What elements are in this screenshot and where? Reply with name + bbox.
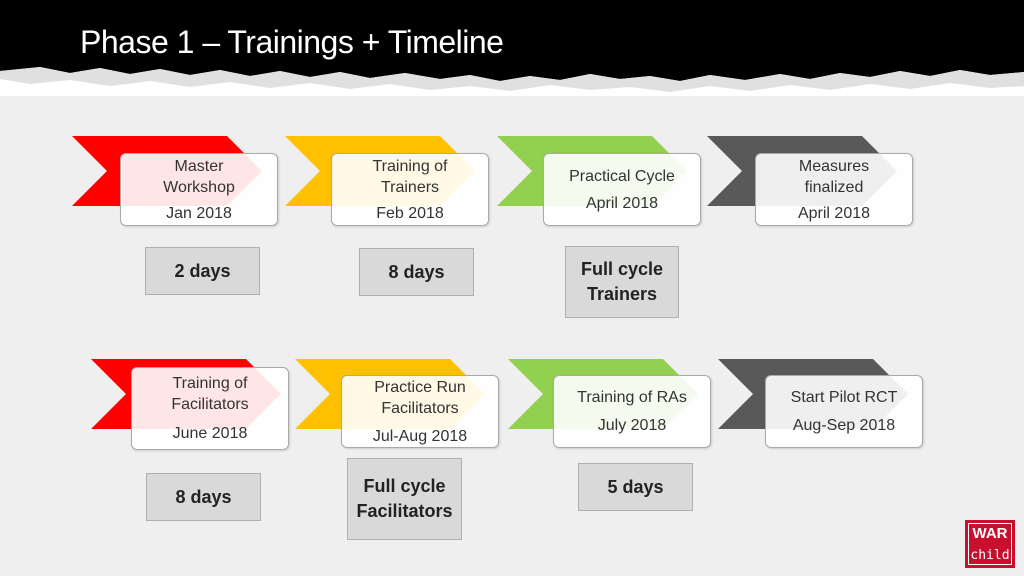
- duration-box: 8 days: [146, 473, 261, 521]
- milestone-title: Training of Facilitators: [171, 375, 249, 413]
- milestone-card: Start Pilot RCT Aug-Sep 2018: [765, 375, 923, 448]
- milestone-date: Jan 2018: [166, 205, 232, 222]
- duration-box: 8 days: [359, 248, 474, 296]
- duration-box: Full cycle Facilitators: [347, 458, 462, 540]
- milestone-date: June 2018: [172, 425, 248, 442]
- milestone-title: Start Pilot RCT: [790, 389, 898, 406]
- logo-text-war: WAR: [972, 525, 1008, 542]
- war-child-logo: WAR child: [965, 520, 1015, 568]
- logo-text-child: child: [970, 548, 1010, 563]
- milestone-title: Training of RAs: [577, 389, 687, 406]
- duration-box: Full cycle Trainers: [565, 246, 679, 318]
- title-banner: Phase 1 – Trainings + Timeline: [0, 0, 1024, 96]
- milestone-title: Practical Cycle: [569, 168, 675, 185]
- torn-paper-banner: [0, 0, 1024, 96]
- milestone-date: Jul-Aug 2018: [372, 428, 468, 445]
- page-title: Phase 1 – Trainings + Timeline: [80, 24, 504, 60]
- milestone-date: Aug-Sep 2018: [792, 417, 896, 434]
- milestone-title: Measures finalized: [798, 158, 870, 196]
- duration-box: 2 days: [145, 247, 260, 295]
- milestone-date: April 2018: [585, 195, 659, 212]
- duration-box: 5 days: [578, 463, 693, 511]
- milestone-title: Training of Trainers: [372, 158, 448, 196]
- milestone-date: Feb 2018: [376, 205, 444, 222]
- milestone-date: July 2018: [597, 417, 667, 434]
- milestone-title: Master Workshop: [163, 158, 235, 196]
- milestone-date: April 2018: [797, 205, 871, 222]
- milestone-title: Practice Run Facilitators: [374, 379, 466, 417]
